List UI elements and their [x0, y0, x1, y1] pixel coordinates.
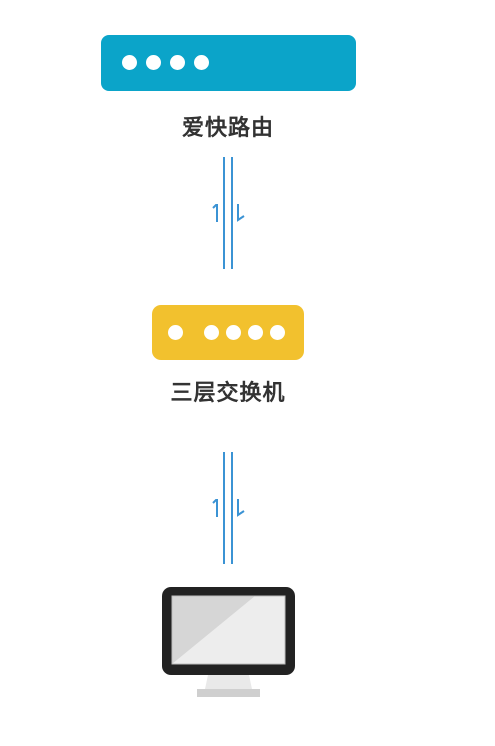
port-led-4	[194, 55, 209, 70]
port-led-5	[270, 325, 285, 340]
up-arrow-icon	[212, 499, 218, 517]
switch-label: 三层交换机	[170, 381, 286, 406]
port-led-2	[204, 325, 219, 340]
port-led-1	[122, 55, 137, 70]
switch-node	[152, 305, 304, 360]
up-arrow-icon	[212, 204, 218, 222]
router-node	[101, 35, 356, 91]
port-led-3	[226, 325, 241, 340]
link-line-left	[223, 452, 225, 564]
link-line-right	[231, 157, 233, 269]
port-led-1	[168, 325, 183, 340]
port-led-4	[248, 325, 263, 340]
router-label: 爱快路由	[181, 116, 274, 141]
port-led-3	[170, 55, 185, 70]
link-line-right	[231, 452, 233, 564]
down-arrow-icon	[237, 204, 245, 222]
down-arrow-icon	[237, 499, 245, 517]
port-led-2	[146, 55, 161, 70]
monitor-icon	[162, 587, 295, 697]
link-line-left	[223, 157, 225, 269]
